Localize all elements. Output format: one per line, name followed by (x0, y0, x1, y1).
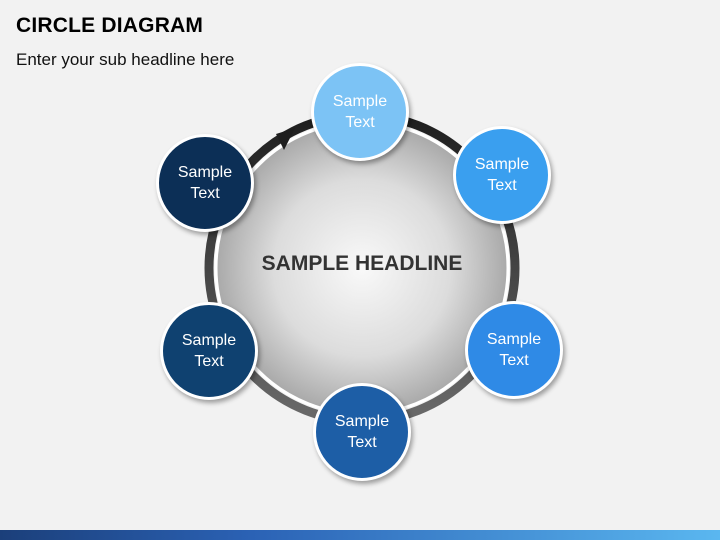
node-lower-left[interactable]: Sample Text (160, 302, 258, 400)
node-upper-right-label: Sample Text (474, 156, 530, 194)
node-lower-right[interactable]: Sample Text (465, 301, 563, 399)
node-upper-right[interactable]: Sample Text (453, 126, 551, 224)
node-lower-left-label: Sample Text (181, 332, 237, 370)
node-bottom-label: Sample Text (334, 413, 390, 451)
node-upper-left[interactable]: Sample Text (156, 134, 254, 232)
node-upper-left-label: Sample Text (177, 164, 233, 202)
node-lower-right-label: Sample Text (486, 331, 542, 369)
page-title: CIRCLE DIAGRAM (16, 14, 204, 37)
page-subtitle: Enter your sub headline here (16, 50, 235, 69)
node-top-label: Sample Text (332, 93, 388, 131)
arrow-head-icon (276, 128, 295, 150)
node-bottom[interactable]: Sample Text (313, 383, 411, 481)
node-top[interactable]: Sample Text (311, 63, 409, 161)
center-headline: SAMPLE HEADLINE (261, 252, 463, 275)
footer-accent-bar (0, 530, 720, 540)
